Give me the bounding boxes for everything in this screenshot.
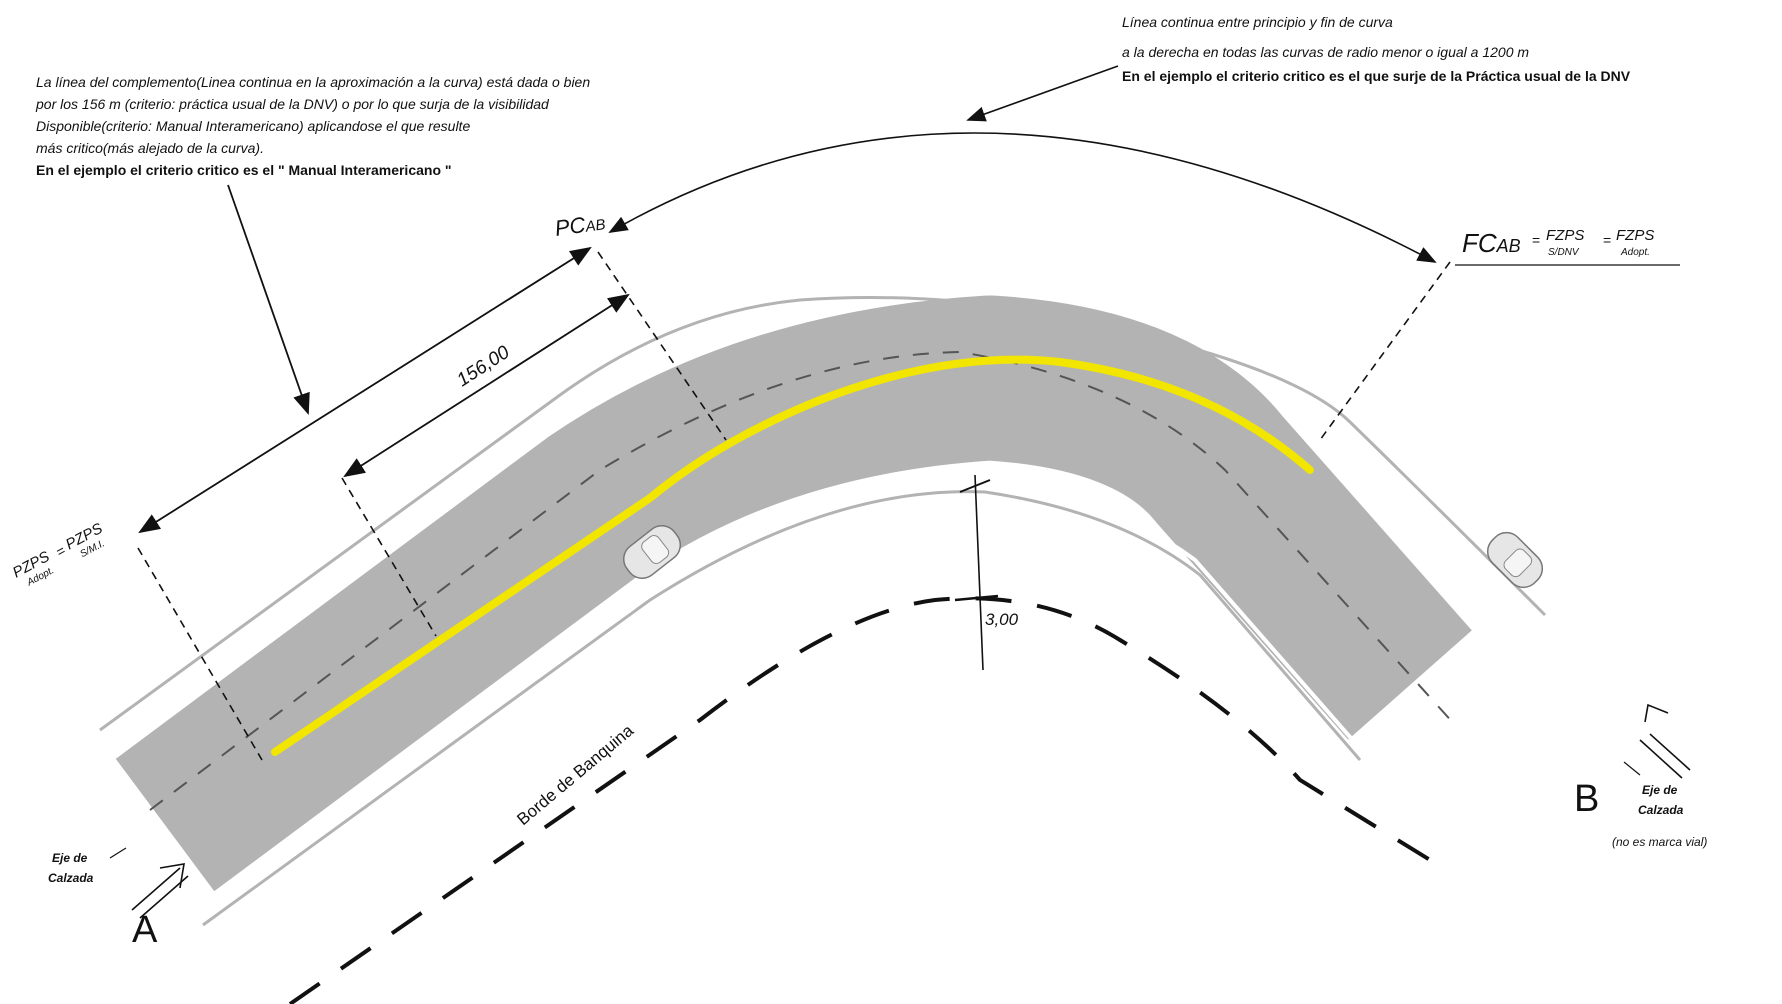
eje-b-line-1: Eje de	[1642, 783, 1678, 797]
car-right	[1486, 531, 1544, 589]
left-note: La línea del complemento(Linea continua …	[35, 74, 594, 156]
inner-edge-white	[208, 477, 1359, 914]
right-note-line-2: a la derecha en todas las curvas de radi…	[1122, 44, 1529, 60]
dim3-tick-bottom	[954, 594, 999, 602]
direction-arrow-b	[1639, 703, 1691, 779]
no-passing-line	[271, 355, 1314, 756]
right-note-bold: En el ejemplo el criterio critico es el …	[1122, 68, 1631, 84]
point-b-label: B	[1574, 778, 1599, 820]
eje-b-line-2: Calzada	[1638, 803, 1684, 817]
pc-sub: AB	[583, 216, 606, 236]
dim3-tick-top	[959, 479, 991, 493]
eje-a-label: Eje de Calzada	[48, 851, 94, 885]
right-note: Línea continua entre principio y fin de …	[1122, 14, 1529, 60]
fc-projection-line	[1319, 261, 1451, 441]
shoulder-border	[288, 596, 1432, 1004]
eje-a-line-2: Calzada	[48, 871, 94, 885]
right-note-pointer	[966, 65, 1119, 122]
pc-label: PCAB	[553, 209, 607, 241]
left-note-line-3: Disponible(criterio: Manual Interamerica…	[36, 118, 470, 134]
right-note-line-1: Línea continua entre principio y fin de …	[1122, 14, 1393, 30]
dim156-arrow	[343, 293, 630, 478]
fc-sub: AB	[1496, 236, 1521, 256]
fzps-2: FZPS	[1616, 227, 1654, 244]
curve-arc	[608, 132, 1437, 263]
eje-b-pointer	[1623, 761, 1641, 776]
fzps-1-sub: S/DNV	[1548, 247, 1580, 258]
fc-eq1: =	[1532, 232, 1540, 248]
left-note-bold: En el ejemplo el criterio critico es el …	[36, 162, 452, 178]
eje-b-label: Eje de Calzada	[1638, 783, 1684, 817]
left-note-line-4: más critico(más alejado de la curva).	[36, 140, 264, 156]
car-left	[622, 525, 682, 579]
no-marca-label: (no es marca vial)	[1612, 835, 1707, 849]
pzps-label: PZPS Adopt. = PZPS S/M.I.	[10, 520, 107, 589]
left-note-line-1: La línea del complemento(Linea continua …	[36, 74, 590, 90]
dim-3-label: 3,00	[985, 610, 1019, 629]
dim-156-label: 156,00	[453, 342, 514, 391]
dim3-line	[974, 474, 984, 671]
eje-a-line-1: Eje de	[52, 851, 88, 865]
fzps-1: FZPS	[1546, 227, 1584, 244]
fc-main-text: FC	[1462, 228, 1497, 258]
inner-edge-gray	[202, 490, 1362, 927]
fc-main: FCAB	[1462, 228, 1521, 258]
fc-eq2: =	[1603, 232, 1611, 248]
pc-main: PC	[553, 212, 587, 241]
pc-projection-line	[597, 251, 727, 441]
left-note-line-2: por los 156 m (criterio: práctica usual …	[35, 96, 550, 112]
eje-a-pointer	[109, 847, 127, 859]
left-note-pointer	[227, 184, 310, 416]
fzps-2-sub: Adopt.	[1620, 247, 1650, 258]
direction-arrow-a	[131, 863, 189, 919]
point-a-label: A	[132, 909, 158, 951]
